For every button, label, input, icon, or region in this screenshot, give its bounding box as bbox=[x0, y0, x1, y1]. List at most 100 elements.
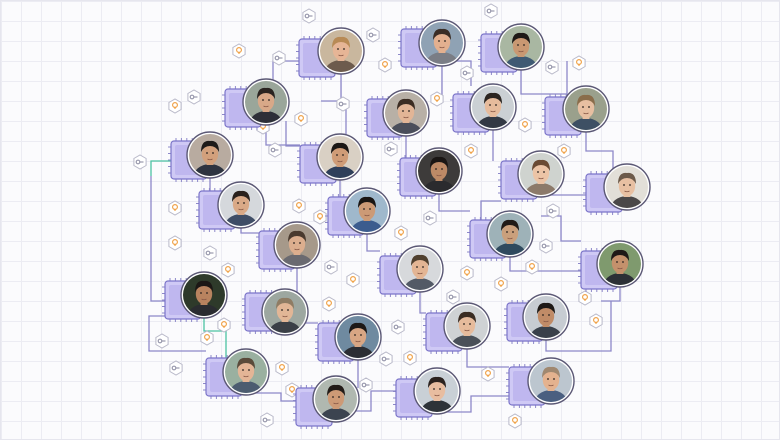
bulb-icon bbox=[168, 98, 182, 114]
bulb-icon bbox=[168, 235, 182, 251]
connection-wire bbox=[150, 160, 171, 176]
avatar bbox=[222, 348, 270, 396]
bulb-icon bbox=[292, 198, 306, 214]
key-icon bbox=[187, 89, 201, 105]
connection-wire bbox=[148, 315, 206, 352]
bulb-icon bbox=[430, 91, 444, 107]
bulb-icon bbox=[378, 57, 392, 73]
token-layer bbox=[133, 3, 603, 429]
key-icon bbox=[446, 289, 460, 305]
contributor-node bbox=[504, 293, 570, 344]
key-icon bbox=[203, 245, 217, 261]
bulb-icon bbox=[313, 209, 327, 225]
contributor-node bbox=[162, 271, 228, 322]
avatar bbox=[217, 181, 265, 229]
key-icon bbox=[302, 8, 316, 24]
connection-wire bbox=[150, 176, 165, 302]
avatar bbox=[382, 89, 430, 137]
avatar bbox=[334, 313, 382, 361]
contributor-node bbox=[450, 83, 517, 135]
contributor-node bbox=[467, 210, 534, 261]
contributor-node bbox=[506, 357, 575, 408]
key-icon bbox=[359, 377, 373, 393]
avatar bbox=[522, 293, 570, 341]
key-icon bbox=[169, 360, 183, 376]
key-icon bbox=[484, 3, 498, 19]
contributor-node bbox=[542, 85, 610, 138]
avatar bbox=[312, 375, 360, 423]
bulb-icon bbox=[346, 272, 360, 288]
connection-wire bbox=[366, 232, 380, 252]
bulb-icon bbox=[578, 290, 592, 306]
contributor-node bbox=[293, 375, 360, 429]
contributor-node bbox=[398, 19, 466, 70]
bulb-icon bbox=[217, 317, 231, 333]
avatar bbox=[413, 367, 461, 415]
contributor-node bbox=[168, 131, 234, 182]
key-icon bbox=[539, 238, 553, 254]
contributor-node bbox=[498, 150, 565, 202]
contributor-node bbox=[397, 147, 463, 199]
avatar bbox=[316, 133, 364, 181]
connection-wire bbox=[419, 290, 426, 314]
contributor-node bbox=[478, 23, 545, 75]
bulb-icon bbox=[494, 276, 508, 292]
bulb-icon bbox=[518, 117, 532, 133]
avatar bbox=[497, 23, 545, 71]
connection-wire bbox=[437, 395, 509, 413]
key-icon bbox=[133, 154, 147, 170]
node-layer bbox=[162, 19, 651, 429]
avatar bbox=[261, 288, 309, 336]
bulb-icon bbox=[460, 265, 474, 281]
avatar bbox=[418, 19, 466, 67]
key-icon bbox=[272, 50, 286, 66]
bulb-icon bbox=[275, 360, 289, 376]
bulb-icon bbox=[322, 296, 336, 312]
bulb-icon bbox=[508, 413, 522, 429]
key-icon bbox=[423, 210, 437, 226]
key-icon bbox=[460, 65, 474, 81]
avatar bbox=[517, 150, 565, 198]
connection-wire bbox=[541, 215, 581, 242]
bulb-icon bbox=[589, 313, 603, 329]
bulb-icon bbox=[294, 111, 308, 127]
connection-wire bbox=[585, 130, 614, 174]
connection-wire bbox=[520, 68, 567, 95]
key-icon bbox=[366, 27, 380, 43]
connection-wire bbox=[246, 392, 296, 402]
key-icon bbox=[268, 142, 282, 158]
bulb-icon bbox=[481, 366, 495, 382]
avatar bbox=[469, 83, 517, 131]
contributor-node bbox=[578, 240, 644, 292]
contributor-node bbox=[296, 27, 365, 80]
contributor-node bbox=[256, 221, 321, 272]
avatar bbox=[603, 163, 651, 211]
contributor-node bbox=[203, 348, 270, 399]
contributor-node bbox=[325, 187, 391, 238]
contributor-node bbox=[377, 245, 444, 297]
key-icon bbox=[260, 412, 274, 428]
avatar bbox=[396, 245, 444, 293]
connection-wire bbox=[265, 123, 300, 146]
bulb-icon bbox=[221, 262, 235, 278]
avatar bbox=[317, 27, 365, 75]
bulb-icon bbox=[557, 143, 571, 159]
avatar bbox=[562, 85, 610, 133]
avatar bbox=[242, 78, 290, 126]
contributor-node bbox=[364, 89, 430, 140]
connection-wire bbox=[509, 255, 581, 272]
contributor-node bbox=[583, 163, 651, 215]
bulb-icon bbox=[168, 200, 182, 216]
avatar bbox=[415, 147, 463, 195]
key-icon bbox=[336, 96, 350, 112]
contributor-node bbox=[196, 181, 265, 232]
connection-wire bbox=[545, 301, 612, 352]
key-icon bbox=[384, 141, 398, 157]
connection-wire bbox=[438, 192, 470, 212]
avatar bbox=[527, 357, 575, 405]
avatar bbox=[596, 240, 644, 288]
contributor-node bbox=[222, 78, 290, 130]
bulb-icon bbox=[525, 259, 539, 275]
